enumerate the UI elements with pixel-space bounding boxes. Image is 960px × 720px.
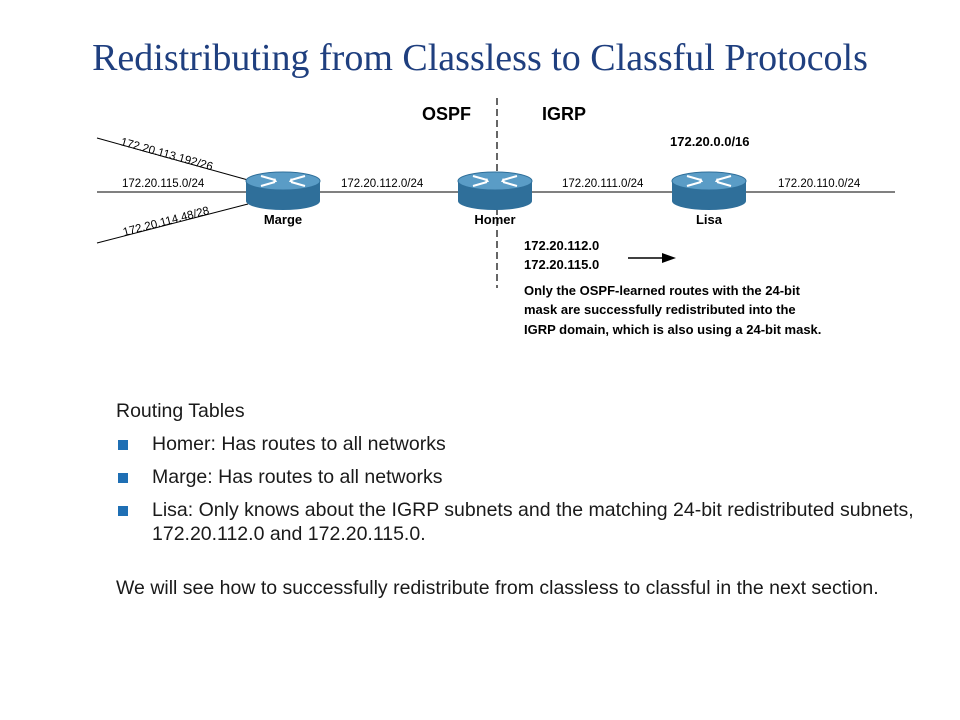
classful-network-label: 172.20.0.0/16: [670, 134, 750, 149]
network-label-marge-lower: 172.20.114.48/28: [122, 205, 211, 239]
bullet-text: Lisa: Only knows about the IGRP subnets …: [152, 499, 914, 545]
slide-body: Routing Tables Homer: Has routes to all …: [116, 400, 946, 600]
link-marge-upper: [96, 137, 249, 181]
network-label-marge-homer: 172.20.112.0/24: [341, 178, 424, 190]
router-name-lisa: Lisa: [696, 212, 723, 227]
list-item: Lisa: Only knows about the IGRP subnets …: [116, 498, 946, 546]
bullet-text: Homer: Has routes to all networks: [152, 433, 446, 455]
router-icon: [671, 171, 747, 211]
bullet-square-icon: [118, 506, 128, 516]
router-icon: [457, 171, 533, 211]
advertised-route: 172.20.115.0: [524, 257, 599, 272]
igrp-label: IGRP: [542, 104, 586, 124]
bullet-square-icon: [118, 473, 128, 483]
list-item: Homer: Has routes to all networks: [116, 432, 946, 456]
list-item: Marge: Has routes to all networks: [116, 465, 946, 489]
closing-text: We will see how to successfully redistri…: [116, 577, 879, 599]
router-name-homer: Homer: [474, 212, 515, 227]
note-line: mask are successfully redistributed into…: [524, 302, 796, 317]
network-label-marge-middle: 172.20.115.0/24: [122, 178, 205, 190]
network-label-marge-upper: 172.20.113.192/26: [119, 136, 214, 173]
slide-title: Redistributing from Classless to Classfu…: [92, 37, 868, 79]
arrow-head: [662, 253, 676, 263]
routing-tables-heading: Routing Tables: [116, 400, 245, 422]
network-label-homer-lisa: 172.20.111.0/24: [562, 178, 644, 190]
router-name-marge: Marge: [264, 212, 302, 227]
network-diagram: OSPF IGRP 172.20.0.0/16 172.20.113.192/2…: [96, 98, 895, 337]
network-label-lisa-right: 172.20.110.0/24: [778, 178, 861, 190]
bullet-list: Homer: Has routes to all networks Marge:…: [116, 432, 946, 546]
bullet-square-icon: [118, 440, 128, 450]
router-icon: [245, 171, 321, 211]
advertised-route: 172.20.112.0: [524, 238, 599, 253]
link-marge-lower: [96, 203, 249, 244]
bullet-text: Marge: Has routes to all networks: [152, 466, 443, 488]
note-line: Only the OSPF-learned routes with the 24…: [524, 283, 801, 298]
ospf-label: OSPF: [422, 104, 471, 124]
note-line: IGRP domain, which is also using a 24-bi…: [524, 322, 821, 337]
